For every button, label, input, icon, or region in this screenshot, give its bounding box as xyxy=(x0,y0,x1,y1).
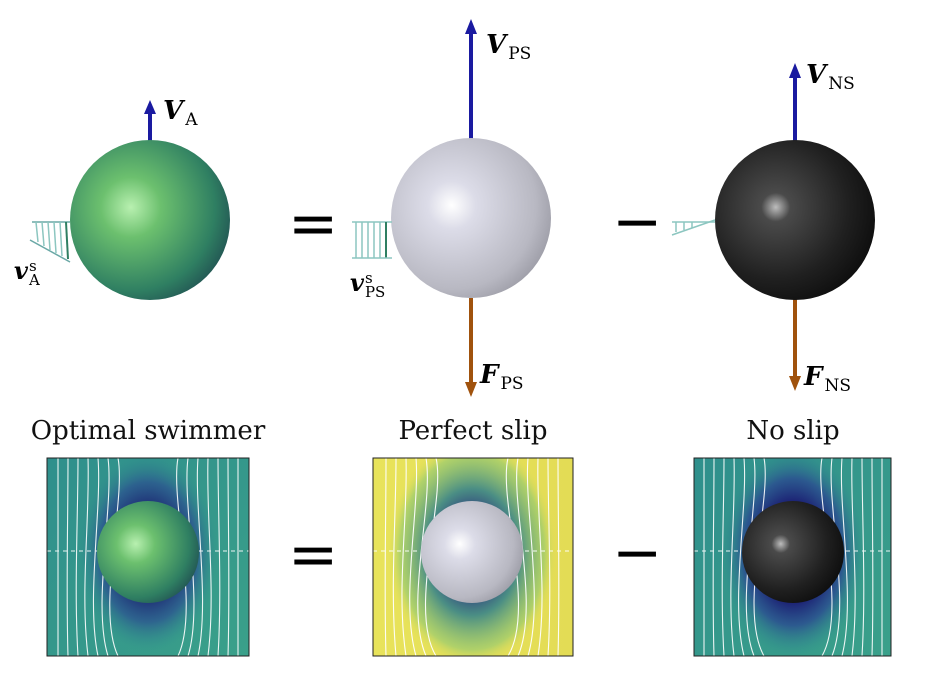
bottom-minus-sign: − xyxy=(612,518,663,588)
title-perfect-slip: Perfect slip xyxy=(398,416,548,446)
panel-perfect-slip xyxy=(373,458,573,656)
bottom-equals-sign: = xyxy=(288,520,339,590)
grey-sphere xyxy=(391,138,551,298)
top-equals-sign: = xyxy=(288,189,339,259)
title-no-slip: No slip xyxy=(746,416,840,446)
no-slip-sphere-group xyxy=(671,63,875,391)
perfect-slip-sphere-group xyxy=(352,19,551,397)
velocity-a-arrowhead xyxy=(144,100,156,114)
title-optimal-swimmer: Optimal swimmer xyxy=(30,416,266,446)
velocity-ns-arrowhead xyxy=(789,63,801,78)
black-sphere xyxy=(715,140,875,300)
force-ns-arrowhead xyxy=(789,376,801,391)
slip-profile-ps xyxy=(352,221,392,259)
panel-no-slip xyxy=(694,458,891,656)
top-minus-sign: − xyxy=(612,187,663,257)
slip-profile-ns xyxy=(671,219,716,236)
panel-optimal xyxy=(47,458,249,656)
optimal-swimmer-sphere xyxy=(29,100,230,300)
slip-profile-a xyxy=(29,221,71,263)
green-sphere xyxy=(70,140,230,300)
velocity-ps-arrowhead xyxy=(465,19,477,34)
force-ps-arrowhead xyxy=(465,382,477,397)
